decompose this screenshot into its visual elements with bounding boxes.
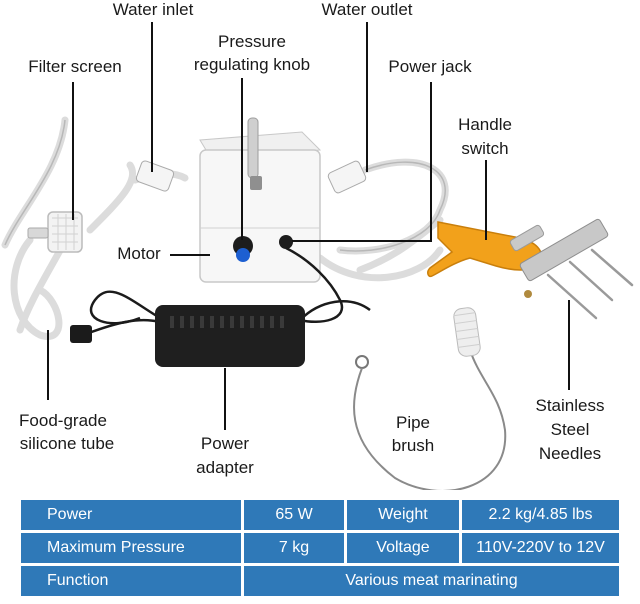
spec-table: Power 65 W Weight 2.2 kg/4.85 lbs Maximu…: [18, 497, 622, 599]
water-inlet-leader: [151, 22, 153, 172]
power-jack: [279, 235, 293, 249]
spec-key: Power: [21, 500, 241, 530]
spec-value: 7 kg: [244, 533, 344, 563]
label-needles-2: Steel: [550, 420, 590, 439]
spec-key: Maximum Pressure: [21, 533, 241, 563]
spec-value: Various meat marinating: [244, 566, 619, 596]
pressure-knob: [233, 236, 253, 262]
spec-key: Voltage: [347, 533, 459, 563]
table-row: Function Various meat marinating: [21, 566, 619, 596]
table-row: Maximum Pressure 7 kg Voltage 110V-220V …: [21, 533, 619, 563]
power-jack-leader-v: [430, 82, 432, 242]
label-power-adapter-1: Power: [200, 434, 250, 453]
water-outlet-fitting: [327, 160, 367, 194]
label-pipe-brush-1: Pipe: [395, 413, 431, 432]
product-illustration: [1, 116, 634, 490]
pressure-knob-leader: [241, 78, 243, 240]
label-handle-switch-2: switch: [461, 139, 509, 158]
water-inlet-fitting: [135, 160, 175, 192]
filter-screen-leader: [72, 82, 74, 220]
filter-screen: [27, 211, 83, 253]
label-power-jack: Power jack: [388, 57, 472, 76]
label-handle-switch-1: Handle: [458, 115, 512, 134]
power-jack-leader-h: [292, 240, 432, 242]
motor-leader: [170, 254, 210, 256]
steel-needles: [519, 218, 634, 320]
table-row: Power 65 W Weight 2.2 kg/4.85 lbs: [21, 500, 619, 530]
label-silicone-tube-1: Food-grade: [19, 411, 107, 430]
spec-value: 110V-220V to 12V: [462, 533, 619, 563]
pipe-brush: [353, 307, 507, 490]
label-silicone-tube-2: silicone tube: [19, 434, 115, 453]
spec-value: 65 W: [244, 500, 344, 530]
needles-leader: [568, 300, 570, 390]
label-filter-screen: Filter screen: [28, 57, 122, 76]
power-adapter: [70, 246, 371, 367]
label-needles-3: Needles: [538, 444, 602, 463]
handle-switch-leader: [485, 160, 487, 240]
label-pressure-knob-2: regulating knob: [193, 55, 311, 74]
power-adapter-leader: [224, 368, 226, 430]
label-water-outlet: Water outlet: [321, 0, 413, 19]
spec-value: 2.2 kg/4.85 lbs: [462, 500, 619, 530]
spec-key: Function: [21, 566, 241, 596]
label-needles-1: Stainless: [535, 396, 605, 415]
spec-key: Weight: [347, 500, 459, 530]
label-pipe-brush-2: brush: [391, 436, 435, 455]
label-water-inlet: Water inlet: [112, 0, 194, 19]
water-outlet-leader: [366, 22, 368, 172]
silicone-tube-leader: [47, 330, 49, 400]
label-pressure-knob-1: Pressure: [217, 32, 287, 51]
label-power-adapter-2: adapter: [196, 458, 254, 477]
label-motor: Motor: [117, 244, 161, 263]
